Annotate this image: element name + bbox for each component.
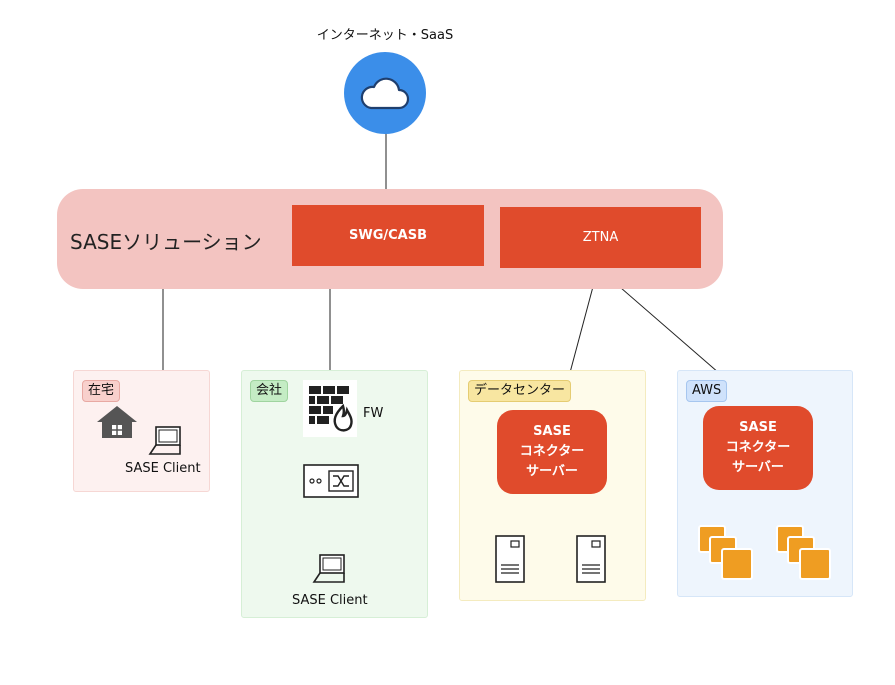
aws-instances-icon bbox=[698, 525, 753, 580]
connector-line-1: SASE bbox=[533, 424, 571, 439]
connector-line-2: コネクター bbox=[519, 444, 585, 459]
aws-connector-server: SASE コネクター サーバー bbox=[703, 406, 813, 490]
server-icon bbox=[495, 535, 525, 583]
connector-line-2: コネクター bbox=[725, 440, 791, 455]
aws-instances-icon bbox=[776, 525, 831, 580]
home-tag: 在宅 bbox=[82, 380, 121, 402]
office-client-label: SASE Client bbox=[292, 593, 368, 608]
switch-icon bbox=[303, 464, 359, 498]
dc-connector-server: SASE コネクター サーバー bbox=[497, 410, 607, 494]
swg-casb-box: SWG/CASB bbox=[292, 205, 484, 266]
laptop-icon bbox=[148, 426, 181, 455]
server-icon bbox=[576, 535, 606, 583]
laptop-icon bbox=[312, 554, 345, 583]
internet-label: インターネット・SaaS bbox=[316, 28, 454, 43]
firewall-icon bbox=[303, 380, 357, 437]
connector-line-3: サーバー bbox=[732, 460, 784, 475]
home-client-label: SASE Client bbox=[125, 461, 201, 476]
ztna-box: ZTNA bbox=[500, 207, 701, 268]
office-tag: 会社 bbox=[250, 380, 289, 402]
fw-label: FW bbox=[363, 406, 384, 421]
datacenter-tag: データセンター bbox=[468, 380, 572, 402]
connector-line-1: SASE bbox=[739, 420, 777, 435]
aws-tag: AWS bbox=[686, 380, 728, 402]
sase-title: SASEソリューション bbox=[70, 230, 262, 254]
house-icon bbox=[97, 406, 137, 438]
home-group bbox=[73, 370, 210, 492]
cloud-icon bbox=[344, 52, 426, 134]
connector-line-3: サーバー bbox=[526, 464, 578, 479]
